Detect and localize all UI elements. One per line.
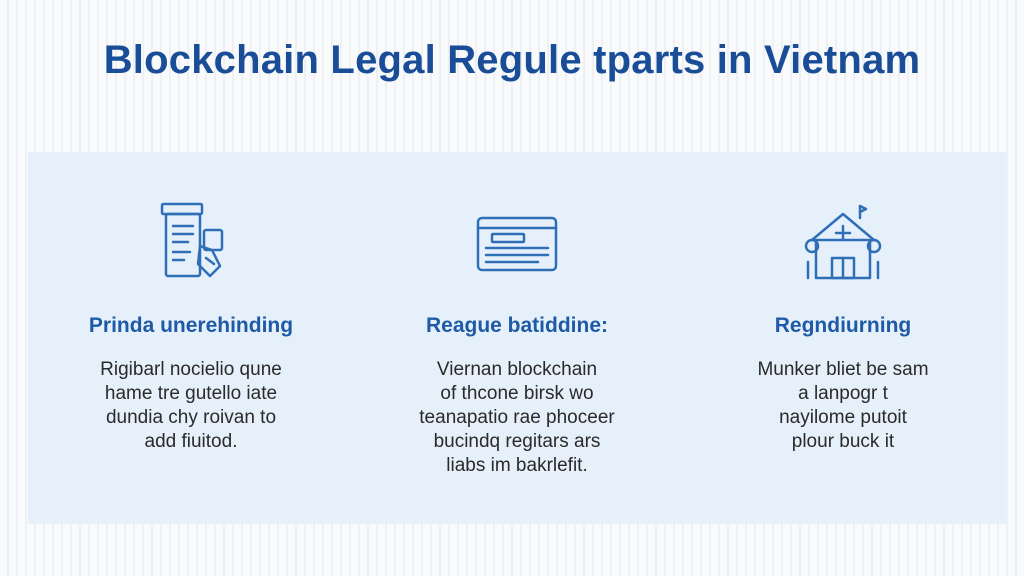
text-line: liabs im bakrlefit.	[446, 455, 588, 476]
text-line: teanapatio rae phoceer	[419, 407, 615, 428]
column-heading: Regndiurning	[774, 314, 912, 337]
column-text: Rigibarl nocielio qune hame tre gutello …	[48, 358, 334, 454]
content-panel: Prinda unerehinding Rigibarl nocielio qu…	[28, 152, 1006, 524]
column-heading: Reague batiddine:	[425, 314, 609, 337]
column-heading: Prinda unerehinding	[88, 314, 294, 337]
column-1: Prinda unerehinding Rigibarl nocielio qu…	[28, 152, 354, 524]
text-line: hame tre gutello iate	[104, 383, 278, 404]
column-2: Reague batiddine: Viernan blockchain of …	[354, 152, 680, 524]
text-line: bucindq regitars ars	[433, 431, 601, 452]
text-line: add fiuitod.	[144, 431, 238, 452]
text-line: a lanpogr t	[798, 383, 888, 404]
text-line: Viernan blockchain	[436, 359, 598, 380]
column-text: Munker bliet be sam a lanpogr t nayilome…	[700, 358, 986, 454]
text-line: Munker bliet be sam	[757, 359, 929, 380]
column-3: Regndiurning Munker bliet be sam a lanpo…	[680, 152, 1006, 524]
building-house-icon	[798, 200, 888, 290]
text-line: Rigibarl nocielio qune	[100, 359, 282, 380]
text-line: dundia chy roivan to	[105, 407, 277, 428]
text-line: nayilome putoit	[779, 407, 907, 428]
document-phone-icon	[146, 200, 236, 290]
page-title: Blockchain Legal Regule tparts in Vietna…	[103, 38, 921, 82]
text-line: of thcone birsk wo	[440, 383, 594, 404]
browser-window-icon	[472, 200, 562, 290]
column-text: Viernan blockchain of thcone birsk wo te…	[374, 358, 660, 478]
text-line: plour buck it	[791, 431, 895, 452]
